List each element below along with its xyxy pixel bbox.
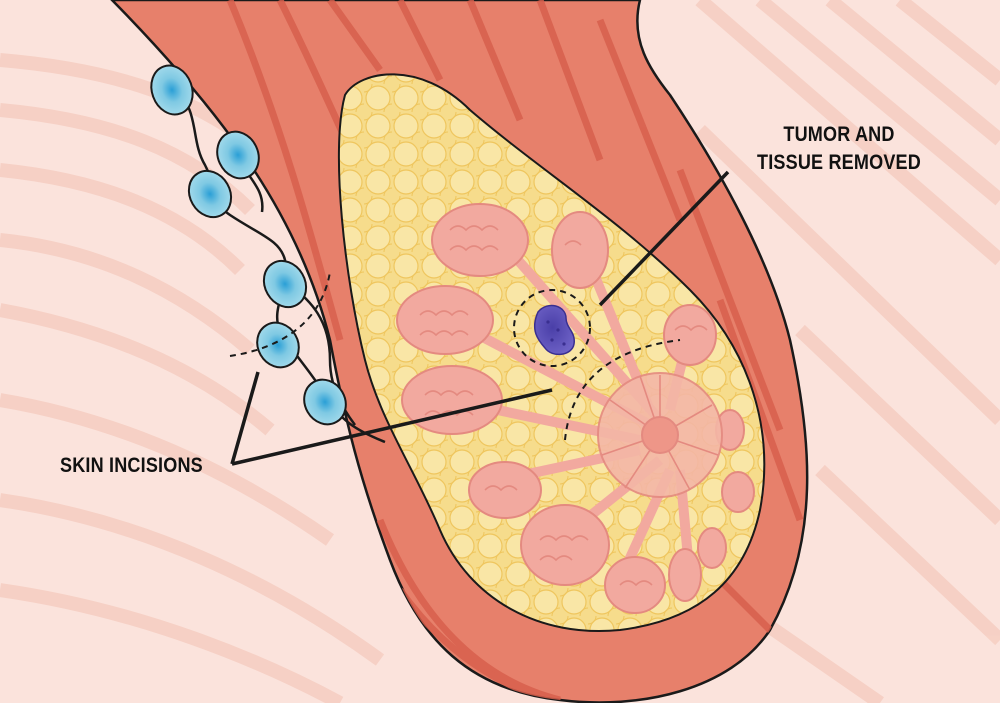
- tumor: [513, 289, 591, 367]
- skin-incisions-label: SKIN INCISIONS: [60, 454, 203, 477]
- tumor-leader-line: [598, 170, 730, 307]
- lymph-node: [216, 130, 260, 180]
- skin-leader-line-1: [230, 371, 260, 465]
- skin-leader-line-2: [231, 388, 553, 466]
- lymph-chain: [150, 64, 386, 444]
- tumor-label-line2: TISSUE REMOVED: [757, 151, 921, 174]
- tumor-label-line1: TUMOR AND: [783, 123, 895, 146]
- armpit-incision-line: [229, 271, 331, 357]
- nipple-areola: [597, 372, 723, 498]
- lymph-node: [256, 321, 300, 369]
- leader-lines: [230, 170, 730, 466]
- lymph-node: [303, 378, 347, 426]
- lymph-node: [150, 64, 194, 116]
- lymph-node: [187, 169, 233, 219]
- lymph-node: [262, 259, 308, 309]
- tumor-excision-margin: [513, 289, 591, 367]
- tumor-label: TUMOR AND TISSUE REMOVED: [757, 121, 921, 177]
